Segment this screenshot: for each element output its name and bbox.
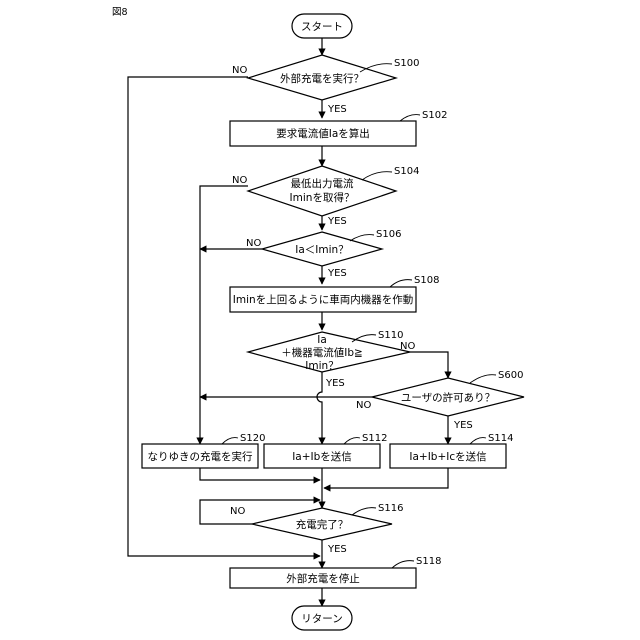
end-terminal: リターン bbox=[292, 606, 352, 630]
s102-label: 要求電流値Iaを算出 bbox=[276, 127, 370, 140]
s106-label: Ia＜Imin？ bbox=[295, 244, 348, 256]
step-s600: S600 bbox=[498, 370, 523, 381]
s100-yes-label: YES bbox=[327, 104, 347, 115]
decision-s600: ユーザの許可あり？ bbox=[372, 378, 524, 416]
s110-label-line2: ＋機器電流値Ib≧ bbox=[281, 346, 363, 359]
process-s102: 要求電流値Iaを算出 bbox=[230, 121, 416, 146]
process-s118: 外部充電を停止 bbox=[230, 568, 416, 588]
s110-label-line3: Imin？ bbox=[305, 360, 338, 372]
process-s108: Iminを上回るように車両内機器を作動 bbox=[230, 287, 416, 312]
process-s120: なりゆきの充電を実行 bbox=[142, 444, 258, 468]
s120-label: なりゆきの充電を実行 bbox=[148, 450, 253, 463]
step-s110: S110 bbox=[378, 330, 403, 341]
decision-s106: Ia＜Imin？ bbox=[262, 232, 382, 266]
step-s102: S102 bbox=[422, 110, 447, 121]
s100-no-label: NO bbox=[232, 65, 247, 76]
process-s114: Ia+Ib+Icを送信 bbox=[390, 444, 506, 468]
end-label: リターン bbox=[301, 613, 342, 625]
s104-yes-label: YES bbox=[327, 216, 347, 227]
s108-label: Iminを上回るように車両内機器を作動 bbox=[233, 293, 413, 306]
s112-label: Ia+Ibを送信 bbox=[292, 450, 352, 463]
step-s118: S118 bbox=[416, 556, 441, 567]
step-s104: S104 bbox=[394, 166, 419, 177]
decision-s100: 外部充電を実行？ bbox=[248, 55, 396, 100]
s600-yes-label: YES bbox=[453, 420, 473, 431]
step-s112: S112 bbox=[362, 433, 387, 444]
step-s100: S100 bbox=[394, 58, 419, 69]
s110-yes-label: YES bbox=[325, 378, 345, 389]
step-s106: S106 bbox=[376, 229, 401, 240]
step-s120: S120 bbox=[240, 433, 265, 444]
step-s108: S108 bbox=[414, 275, 439, 286]
step-s116: S116 bbox=[378, 503, 403, 514]
process-s112: Ia+Ibを送信 bbox=[264, 444, 380, 468]
start-label: スタート bbox=[301, 21, 343, 33]
s106-yes-label: YES bbox=[327, 268, 347, 279]
s116-yes-label: YES bbox=[327, 544, 347, 555]
s104-no-label: NO bbox=[232, 175, 247, 186]
decision-s116: 充電完了？ bbox=[252, 508, 392, 540]
s106-no-label: NO bbox=[246, 238, 261, 249]
s110-no-label: NO bbox=[400, 341, 415, 352]
s600-label: ユーザの許可あり？ bbox=[401, 391, 495, 404]
s116-no-label: NO bbox=[230, 506, 245, 517]
s104-label-line1: 最低出力電流 bbox=[291, 177, 354, 190]
s104-label-line2: Iminを取得？ bbox=[290, 192, 355, 204]
s114-label: Ia+Ib+Icを送信 bbox=[409, 450, 486, 463]
s118-label: 外部充電を停止 bbox=[286, 572, 360, 585]
s116-label: 充電完了？ bbox=[296, 518, 349, 531]
start-terminal: スタート bbox=[292, 14, 352, 38]
figure-label: 図8 bbox=[112, 7, 128, 18]
s110-label-line1: Ia bbox=[317, 334, 327, 346]
s100-label: 外部充電を実行？ bbox=[280, 72, 364, 85]
step-s114: S114 bbox=[488, 433, 513, 444]
s600-no-label: NO bbox=[356, 400, 371, 411]
